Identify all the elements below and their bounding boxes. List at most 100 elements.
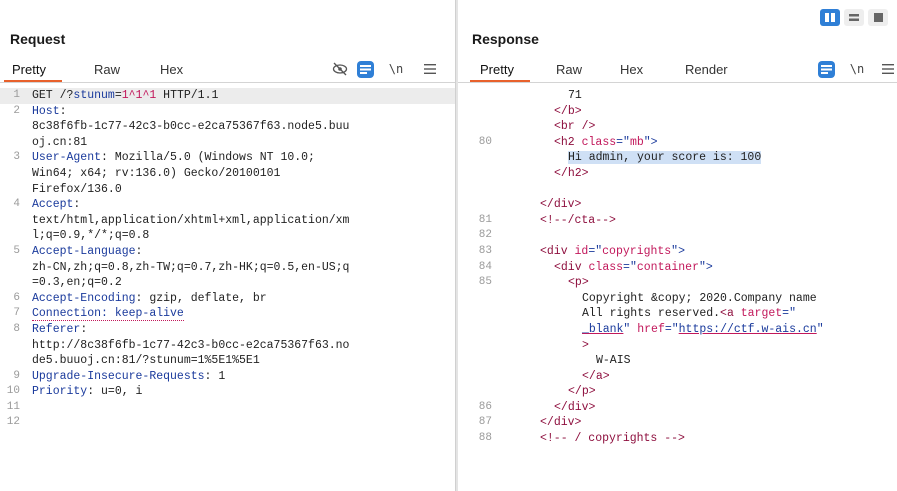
code-line[interactable]: > (458, 338, 897, 354)
line-text: zh-CN,zh;q=0.8,zh-TW;q=0.7,zh-HK;q=0.5,e… (32, 260, 349, 276)
code-line[interactable] (458, 182, 897, 198)
line-text: <div id="copyrights"> (540, 244, 685, 260)
code-line[interactable]: 85<p> (458, 275, 897, 291)
response-tab-hex[interactable]: Hex (620, 62, 644, 77)
line-number: 4 (13, 198, 20, 211)
code-line[interactable]: _blank" href="https://ctf.w-ais.cn" (458, 322, 897, 338)
code-line[interactable]: W-AIS (458, 353, 897, 369)
request-tab-raw[interactable]: Raw (94, 62, 121, 77)
code-line[interactable]: 86</div> (458, 400, 897, 416)
response-tab-pretty[interactable]: Pretty (480, 62, 514, 77)
code-line[interactable]: text/html,application/xhtml+xml,applicat… (0, 213, 455, 229)
line-number: 80 (478, 135, 492, 148)
code-line[interactable]: Copyright &copy; 2020.Company name (458, 291, 897, 307)
code-line[interactable]: 83<div id="copyrights"> (458, 244, 897, 260)
hide-nonprintable-icon[interactable] (330, 59, 350, 79)
message-actions-icon[interactable] (818, 61, 835, 78)
code-line[interactable]: </b> (458, 104, 897, 120)
token: </ (540, 416, 554, 430)
code-line[interactable]: 84<div class="container"> (458, 260, 897, 276)
request-tab-pretty[interactable]: Pretty (12, 62, 46, 77)
line-text: <h2 class="mb"> (554, 135, 658, 151)
response-editor[interactable]: 71</b><br /> 80 <h2 class="mb">Hi admin, y… (458, 88, 897, 491)
code-line[interactable]: <br /> (458, 119, 897, 135)
line-number: 10 (6, 385, 20, 398)
token: : 1 (204, 369, 226, 383)
line-text: <!--/cta--> (540, 213, 616, 229)
line-text: <br /> (554, 119, 595, 135)
token: GET /? (32, 89, 74, 102)
layout-split-horizontal-icon[interactable] (820, 9, 840, 26)
line-text: oj.cn:81 (32, 135, 87, 151)
token: =" (664, 322, 679, 336)
pane-divider[interactable] (455, 0, 458, 491)
line-text: Accept: (32, 197, 80, 213)
code-line[interactable]: 80 <h2 class="mb"> (458, 135, 897, 151)
token: </ (540, 198, 554, 212)
menu-icon[interactable] (878, 59, 897, 79)
code-line[interactable]: 8c38f6fb-1c77-42c3-b0cc-e2ca75367f63.nod… (0, 119, 455, 135)
token: : (80, 322, 88, 336)
code-line[interactable]: All rights reserved.<a target=" (458, 306, 897, 322)
token: < (720, 307, 727, 321)
token: =" (782, 307, 796, 321)
line-text: </h2> (554, 166, 589, 182)
line-number: 7 (13, 307, 20, 320)
menu-icon[interactable] (420, 59, 440, 79)
code-line[interactable]: </p> (458, 384, 897, 400)
line-number: 82 (478, 229, 492, 242)
code-line[interactable]: 71 (458, 88, 897, 104)
token: 8c38f6fb-1c77-42c3-b0cc-e2ca75367f63.nod… (32, 120, 350, 134)
line-text: </a> (582, 369, 610, 385)
code-line[interactable]: 87</div> (458, 415, 897, 431)
code-line[interactable]: Firefox/136.0 (0, 182, 455, 198)
code-line[interactable]: 82 (458, 228, 897, 244)
message-actions-icon[interactable] (357, 61, 374, 78)
code-line[interactable]: </a> (458, 369, 897, 385)
code-line[interactable]: http://8c38f6fb-1c77-42c3-b0cc-e2ca75367… (0, 338, 455, 354)
token: mb (629, 135, 644, 149)
layout-single-icon[interactable] (868, 9, 888, 26)
code-line[interactable]: </div> (458, 197, 897, 213)
request-tab-hex[interactable]: Hex (160, 62, 184, 77)
token: <!-- / copyrights --> (540, 432, 685, 446)
code-line[interactable]: 12 (0, 415, 455, 431)
layout-split-vertical-icon[interactable] (844, 9, 864, 26)
code-line[interactable]: 4 Accept: (0, 197, 455, 213)
code-line[interactable]: 81<!--/cta--> (458, 213, 897, 229)
token: container (636, 260, 699, 274)
code-line[interactable]: zh-CN,zh;q=0.8,zh-TW;q=0.7,zh-HK;q=0.5,e… (0, 260, 455, 276)
token: href (637, 322, 665, 336)
code-line[interactable]: Win64; x64; rv:136.0) Gecko/20100101 (0, 166, 455, 182)
response-tab-raw[interactable]: Raw (556, 62, 583, 77)
line-number: 86 (478, 400, 492, 413)
newline-toggle-icon[interactable]: \n (388, 62, 404, 76)
response-tab-render[interactable]: Render (685, 62, 728, 77)
code-line[interactable]: Hi admin, your score is: 100 (458, 150, 897, 166)
code-line[interactable]: =0.3,en;q=0.2 (0, 275, 455, 291)
code-line[interactable]: de5.buuoj.cn:81/?stunum=1%5E1%5E1 (0, 353, 455, 369)
code-line[interactable]: </h2> (458, 166, 897, 182)
newline-toggle-icon[interactable]: \n (849, 62, 865, 76)
token: target (740, 307, 783, 321)
token: HTTP/1.1 (156, 89, 219, 102)
token: " (623, 322, 638, 336)
line-number: 6 (13, 291, 20, 304)
code-line[interactable]: 88<!-- / copyrights --> (458, 431, 897, 447)
line-number: 5 (13, 244, 20, 257)
code-line[interactable]: l;q=0.9,*/*;q=0.8 (0, 228, 455, 244)
code-line[interactable]: oj.cn:81 (0, 135, 455, 151)
token: = (114, 89, 122, 102)
line-text: User-Agent: Mozilla/5.0 (Windows NT 10.0… (32, 150, 315, 166)
code-line[interactable]: 11 (0, 400, 455, 416)
